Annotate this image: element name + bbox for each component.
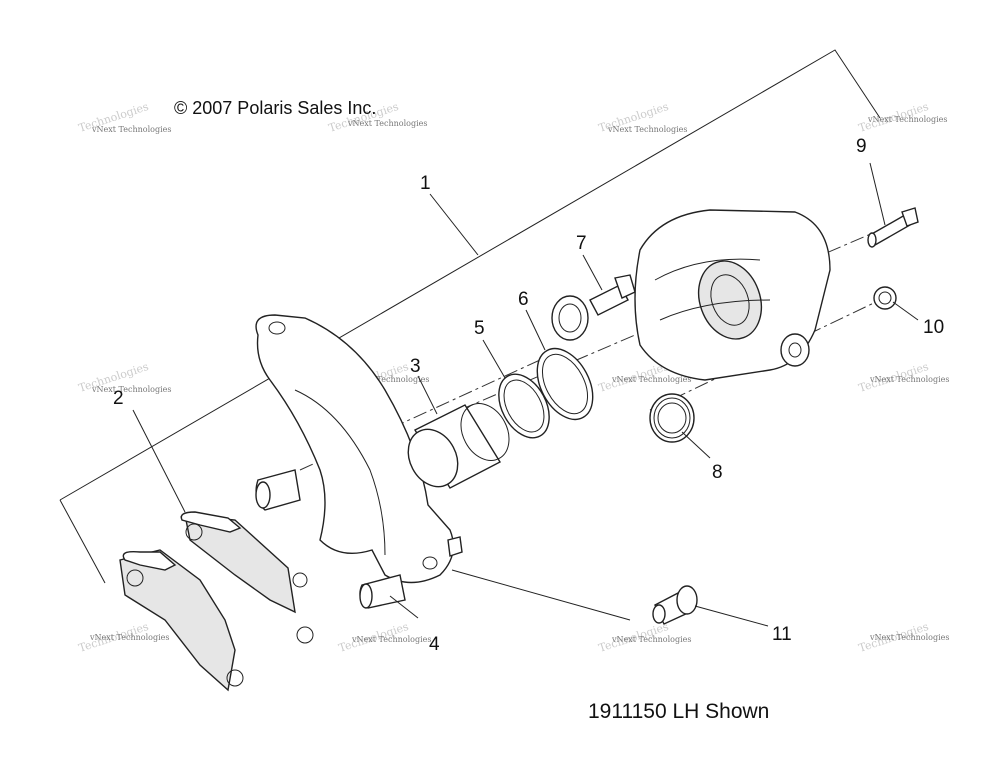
leader-lines bbox=[132, 162, 919, 627]
watermark: Technologies vNext Technologies bbox=[597, 100, 688, 135]
svg-text:vNext Technologies: vNext Technologies bbox=[347, 119, 427, 128]
svg-text:vNext Technologies: vNext Technologies bbox=[869, 375, 949, 384]
callout-10: 10 bbox=[923, 317, 944, 338]
caliper-housing bbox=[634, 209, 831, 381]
watermark: Technologies vNext Technologies bbox=[77, 100, 172, 135]
svg-text:vNext Technologies: vNext Technologies bbox=[91, 125, 171, 134]
slide-pin-boot-lower bbox=[649, 393, 695, 443]
callout-5: 5 bbox=[474, 318, 485, 339]
copyright-notice: © 2007 Polaris Sales Inc. bbox=[174, 98, 376, 118]
watermark: Technologies vNext Technologies bbox=[597, 620, 692, 655]
svg-text:vNext Technologies: vNext Technologies bbox=[349, 375, 429, 384]
callout-8: 8 bbox=[712, 462, 723, 483]
svg-text:vNext Technologies: vNext Technologies bbox=[611, 375, 691, 384]
svg-text:vNext Technologies: vNext Technologies bbox=[351, 635, 431, 644]
diagram-caption: 1911150 LH Shown bbox=[588, 700, 769, 723]
callout-4: 4 bbox=[429, 634, 440, 655]
piston bbox=[407, 403, 510, 489]
callout-11: 11 bbox=[772, 624, 792, 645]
bleeder-valve bbox=[867, 207, 919, 248]
callout-9: 9 bbox=[856, 136, 867, 157]
brake-pads bbox=[119, 511, 314, 692]
callout-2: 2 bbox=[113, 388, 124, 409]
watermark: Technologies vNext Technologies bbox=[337, 620, 432, 655]
watermark: Technologies vNext Technologies bbox=[857, 100, 948, 135]
callout-labels: 1 2 3 4 5 6 7 8 9 10 11 bbox=[113, 136, 944, 655]
svg-text:vNext Technologies: vNext Technologies bbox=[867, 115, 947, 124]
mounting-bolt bbox=[652, 585, 698, 625]
bleeder-cap bbox=[873, 286, 897, 310]
slide-pin-boot-upper bbox=[551, 274, 636, 341]
caliper-bracket bbox=[255, 314, 463, 609]
svg-text:vNext Technologies: vNext Technologies bbox=[607, 125, 687, 134]
svg-text:vNext Technologies: vNext Technologies bbox=[91, 385, 171, 394]
watermark: Technologies vNext Technologies bbox=[857, 620, 950, 655]
svg-text:vNext Technologies: vNext Technologies bbox=[611, 635, 691, 644]
watermark: Technologies vNext Technologies bbox=[857, 360, 950, 395]
svg-text:vNext Technologies: vNext Technologies bbox=[89, 633, 169, 642]
watermark: Technologies vNext Technologies bbox=[77, 360, 172, 395]
svg-text:vNext Technologies: vNext Technologies bbox=[869, 633, 949, 642]
callout-3: 3 bbox=[410, 356, 421, 377]
callout-7: 7 bbox=[576, 233, 587, 254]
callout-1: 1 bbox=[420, 173, 431, 194]
watermark: Technologies vNext Technologies bbox=[77, 620, 170, 655]
piston-seal-large bbox=[536, 347, 594, 421]
callout-6: 6 bbox=[518, 289, 529, 310]
